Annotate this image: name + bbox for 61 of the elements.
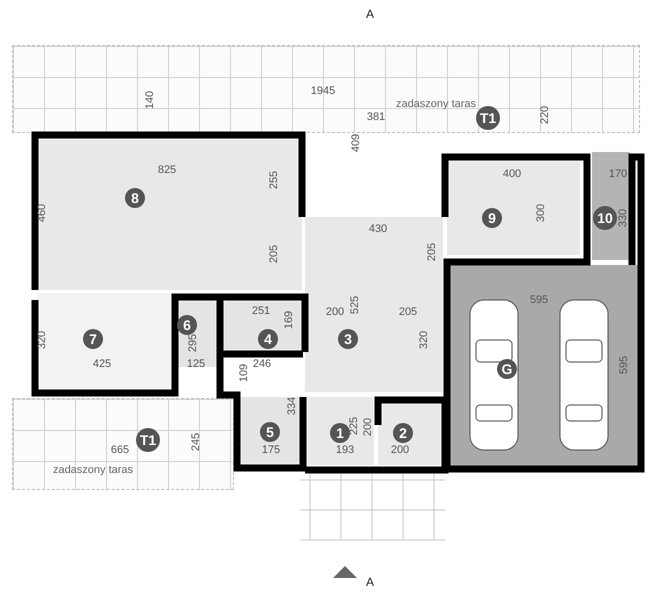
dimension-text: 295 <box>187 334 199 352</box>
dimension-text: 245 <box>190 432 202 452</box>
dimension-text: 109 <box>238 364 250 382</box>
dimension-text: 430 <box>368 223 388 235</box>
dimension-text: 205 <box>268 244 280 264</box>
room-number-marker: 6 <box>177 315 197 335</box>
room-number-marker: T1 <box>136 428 160 452</box>
dimension-text: 320 <box>418 330 430 350</box>
room-area <box>592 152 630 260</box>
dimension-text: 125 <box>186 358 206 370</box>
room-number-marker: 7 <box>83 329 103 349</box>
room-number-marker: 2 <box>393 423 413 443</box>
room-number-marker: 8 <box>125 188 145 208</box>
dimension-text: 300 <box>535 204 547 222</box>
dimension-text: 251 <box>252 305 270 317</box>
room-number-marker: 1 <box>330 423 350 443</box>
terrace-area <box>12 398 234 490</box>
dimension-text: 200 <box>326 306 344 318</box>
dimension-text: 665 <box>110 444 130 456</box>
dimension-text: 170 <box>608 168 628 180</box>
dimension-text: 220 <box>539 106 551 124</box>
dimension-text: 320 <box>36 330 48 350</box>
room-area <box>378 402 444 465</box>
dimension-text: 193 <box>336 444 354 456</box>
dimension-text: 1945 <box>310 85 336 97</box>
area-label: zadaszony taras <box>52 464 134 476</box>
section-label: A <box>366 8 374 20</box>
dimension-text: 381 <box>366 111 386 123</box>
dimension-text: 400 <box>502 168 522 180</box>
room-number-marker: 4 <box>258 329 278 349</box>
dimension-text: 200 <box>362 418 374 436</box>
dimension-text: 140 <box>144 90 156 110</box>
dimension-text: 525 <box>349 296 361 314</box>
room-number-marker: T1 <box>476 106 500 130</box>
area-label: zadaszony taras <box>396 98 476 110</box>
dimension-text: 200 <box>390 444 410 456</box>
room-area <box>306 397 374 465</box>
dimension-text: 825 <box>158 164 176 176</box>
dimension-text: 246 <box>252 358 272 370</box>
room-number-marker: 5 <box>260 422 280 442</box>
dimension-text: 425 <box>92 358 112 370</box>
dimension-text: 460 <box>36 204 48 222</box>
room-area <box>447 160 580 255</box>
dimension-text: 595 <box>618 356 630 374</box>
terrace-area <box>12 45 640 133</box>
section-label: A <box>366 576 374 588</box>
dimension-text: 169 <box>283 310 295 330</box>
dimension-text: 175 <box>262 444 280 456</box>
dimension-text: 205 <box>398 306 418 318</box>
room-area <box>240 397 302 465</box>
dimension-text: 255 <box>268 170 280 190</box>
room-number-marker: 9 <box>482 208 502 228</box>
dimension-text: 330 <box>617 208 629 228</box>
dimension-text: 205 <box>426 242 438 262</box>
room-number-marker: 10 <box>593 206 617 230</box>
dimension-text: 595 <box>530 294 548 306</box>
dimension-text: 334 <box>286 396 298 416</box>
dimension-text: 225 <box>348 416 360 436</box>
dimension-text: 409 <box>350 134 362 152</box>
room-number-marker: 3 <box>338 329 358 349</box>
room-area <box>305 217 443 392</box>
